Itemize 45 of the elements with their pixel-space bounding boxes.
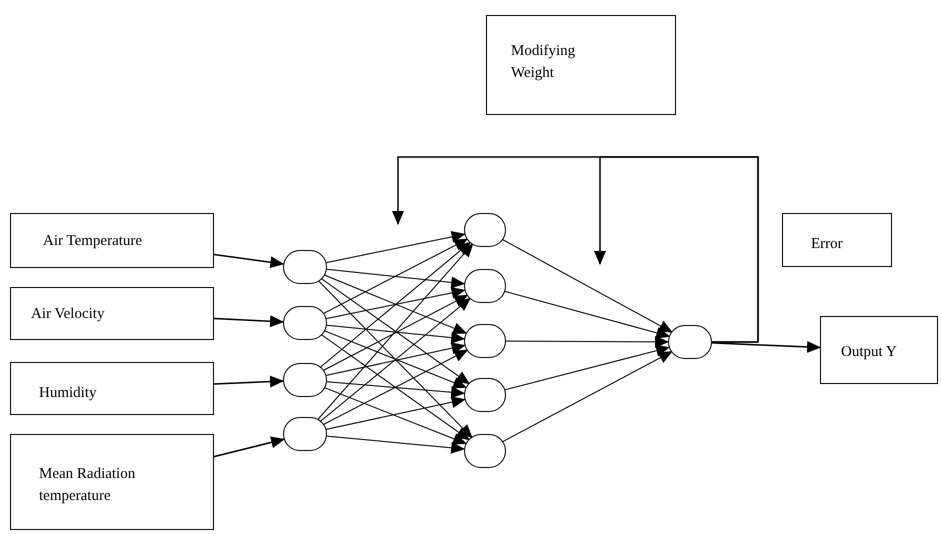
arrow — [326, 286, 466, 320]
box-label: Air Temperature — [43, 232, 142, 250]
label-box — [10, 213, 214, 268]
arrow — [502, 239, 673, 333]
box-label: Modifying Weight — [511, 42, 576, 83]
box-label: Error — [811, 235, 843, 254]
box-label: Air Velocity — [31, 304, 104, 324]
label-box — [782, 213, 892, 267]
arrow — [214, 315, 284, 328]
arrow — [320, 334, 470, 440]
arrow — [324, 274, 468, 334]
arrow — [506, 336, 669, 348]
arrow — [326, 268, 466, 288]
feedback-arrow — [594, 156, 759, 343]
box-label: Mean Radiation temperature — [39, 465, 136, 506]
arrow — [326, 230, 466, 264]
label-box — [10, 362, 214, 415]
arrow — [326, 324, 466, 344]
arrow — [504, 290, 670, 339]
arrow — [214, 254, 284, 268]
arrow — [322, 350, 468, 426]
arrow — [326, 342, 466, 376]
arrow — [318, 280, 473, 438]
arrow — [320, 278, 470, 384]
label-box — [10, 287, 214, 340]
arrow — [324, 387, 468, 444]
arrow — [326, 436, 466, 454]
label-box — [820, 316, 938, 384]
arrow — [324, 330, 468, 388]
label-box — [10, 434, 214, 530]
arrow — [712, 340, 821, 353]
arrow — [214, 436, 286, 458]
arrow — [320, 297, 472, 422]
arrow — [326, 381, 466, 398]
arrow — [322, 238, 468, 314]
box-label: Humidity — [39, 384, 97, 402]
arrow — [326, 396, 466, 430]
arrow — [214, 376, 284, 388]
label-box — [486, 15, 676, 115]
arrow — [316, 243, 474, 420]
arrow — [504, 344, 670, 390]
box-label: Output Y — [841, 343, 897, 362]
arrow — [502, 351, 673, 442]
arrow — [320, 242, 472, 368]
arrow — [322, 294, 468, 371]
